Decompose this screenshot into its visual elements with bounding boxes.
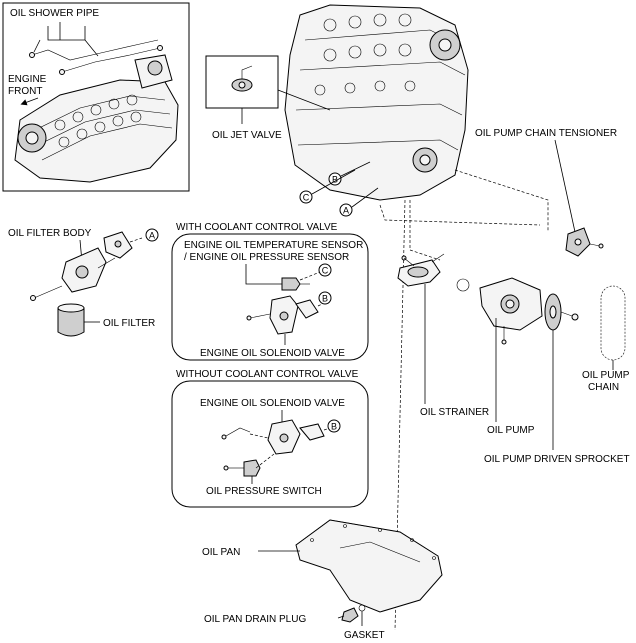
engine-oil-solenoid-valve-label-b: ENGINE OIL SOLENOID VALVE <box>200 398 345 409</box>
solenoid-bolt-icon <box>249 313 271 319</box>
engine-front-label-line1: ENGINE <box>8 74 47 85</box>
oil-pan-label: OIL PAN <box>202 547 240 558</box>
oil-jet-valve-label: OIL JET VALVE <box>212 130 282 141</box>
without-coolant-control-valve-heading: WITHOUT COOLANT CONTROL VALVE <box>176 369 359 380</box>
oil-jet-valve-group: OIL JET VALVE <box>205 55 331 141</box>
oil-pan <box>295 519 443 613</box>
without-coolant-control-valve-section: WITHOUT COOLANT CONTROL VALVE ENGINE OIL… <box>171 369 369 508</box>
with-coolant-control-valve-heading: WITH COOLANT CONTROL VALVE <box>176 222 338 233</box>
ref-a-block: A <box>343 206 349 216</box>
oil-pan-drain-plug-label: OIL PAN DRAIN PLUG <box>204 614 306 625</box>
ref-marker-b-block <box>328 172 342 186</box>
oil-filter-body <box>61 231 133 293</box>
oil-strainer-group: OIL STRAINER <box>397 253 489 418</box>
gasket-ring-icon <box>358 604 366 612</box>
oil-jet-valve <box>231 65 253 92</box>
ref-marker-c-sensor <box>318 263 332 277</box>
oil-shower-pipe-label: OIL SHOWER PIPE <box>10 8 99 19</box>
oil-pump-label: OIL PUMP <box>487 425 535 436</box>
ref-c-sensor: C <box>322 266 329 276</box>
oil-strainer-label: OIL STRAINER <box>420 407 489 418</box>
oil-filter-label: OIL FILTER <box>103 318 155 329</box>
oil-pump-driven-sprocket <box>544 293 562 331</box>
block-ref-markers: C B A <box>299 161 379 217</box>
with-coolant-control-valve-section: WITH COOLANT CONTROL VALVE ENGINE OIL TE… <box>171 222 369 361</box>
oil-pump-driven-sprocket-label: OIL PUMP DRIVEN SPROCKET <box>484 454 630 465</box>
oil-filter-body-label: OIL FILTER BODY <box>8 228 92 239</box>
oil-pan-drain-plug <box>341 607 359 623</box>
oil-pump-driven-sprocket-group: OIL PUMP DRIVEN SPROCKET <box>484 293 630 465</box>
engine-front-arrow-icon <box>20 97 39 106</box>
oil-pump-chain-tensioner-label: OIL PUMP CHAIN TENSIONER <box>475 128 617 139</box>
filter-body-bolt-icon-2 <box>97 257 116 269</box>
ref-b-switch: B <box>331 422 337 432</box>
oil-strainer <box>397 253 445 287</box>
oil-jet-valve-pointer <box>277 89 331 111</box>
engine-front-label-line2: FRONT <box>8 86 42 97</box>
oil-pump-chain-label-line1: OIL PUMP <box>582 370 630 381</box>
ref-b-block: B <box>332 175 338 185</box>
oil-pan-drain-plug-group: OIL PAN DRAIN PLUG GASKET <box>204 604 385 641</box>
sprocket-bolt-icon <box>560 311 573 317</box>
ref-c-block: C <box>303 193 310 203</box>
oil-shower-pipe-bracket <box>47 26 86 41</box>
engine-oil-solenoid-valve-b <box>267 419 325 455</box>
oil-shower-pipe <box>29 39 163 75</box>
strainer-o-ring-icon <box>456 278 470 292</box>
cylinder-head-illustration <box>14 54 179 183</box>
ref-marker-a-filter <box>145 228 159 242</box>
ref-marker-b-solenoid <box>318 291 332 305</box>
cylinder-head-inset: OIL SHOWER PIPE ENGINE FRONT <box>2 2 190 192</box>
engine-block <box>284 4 469 201</box>
oil-filter <box>57 307 85 337</box>
ref-marker-b-switch <box>327 419 341 433</box>
oil-pump-chain-group: OIL PUMP CHAIN <box>582 285 630 393</box>
ref-a-filter: A <box>149 231 155 241</box>
oil-filter-body-group: OIL FILTER BODY A <box>8 228 159 301</box>
oil-pump <box>479 277 543 345</box>
gasket-label: GASKET <box>344 630 385 641</box>
engine-oil-temp-sensor-label-line2: / ENGINE OIL PRESSURE SENSOR <box>184 252 349 263</box>
ref-marker-a-block <box>339 203 353 217</box>
engine-oil-temperature-sensor <box>281 277 310 291</box>
engine-oil-solenoid-valve-label-a: ENGINE OIL SOLENOID VALVE <box>200 348 345 359</box>
oil-pan-group: OIL PAN <box>202 519 443 613</box>
oil-pump-chain-tensioner <box>565 227 604 257</box>
oil-pump-group: OIL PUMP <box>479 277 543 436</box>
with-coolant-frame <box>171 233 369 361</box>
engine-oil-solenoid-valve-a <box>269 295 319 335</box>
oil-pump-chain-label-line2: CHAIN <box>588 382 619 393</box>
oil-pump-chain <box>600 285 626 361</box>
solenoid-connector-icon <box>225 427 251 437</box>
engine-oil-temp-sensor-label-line1: ENGINE OIL TEMPERATURE SENSOR <box>184 240 363 251</box>
filter-body-bolt-icon <box>33 285 63 299</box>
ref-b-solenoid: B <box>322 294 328 304</box>
ref-marker-c-block <box>299 190 313 204</box>
oil-pressure-switch <box>223 459 261 477</box>
oil-filter-group: OIL FILTER <box>57 303 155 337</box>
oil-pressure-switch-label: OIL PRESSURE SWITCH <box>206 486 322 497</box>
